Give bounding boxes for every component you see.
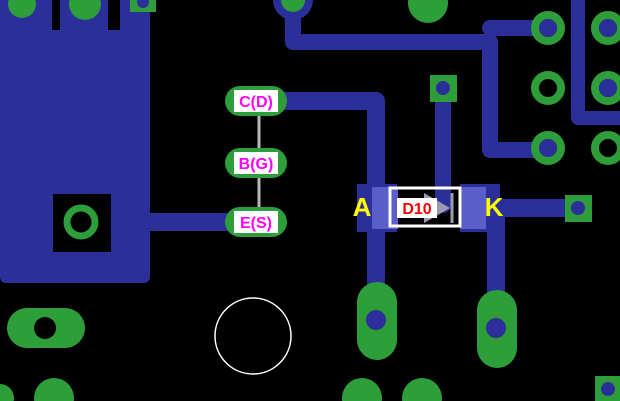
via bbox=[571, 201, 585, 215]
transistor-pin-base: B(G) bbox=[239, 156, 274, 173]
ring-pad bbox=[63, 204, 99, 240]
via bbox=[486, 318, 506, 338]
pad bbox=[8, 0, 36, 18]
pour-cutout bbox=[108, 0, 120, 30]
pad bbox=[342, 378, 382, 401]
diode-anode-label: A bbox=[353, 192, 372, 222]
via bbox=[436, 81, 450, 95]
mounting-hole-outline bbox=[214, 297, 292, 375]
transistor-pin-emitter: E(S) bbox=[240, 215, 272, 232]
diode-reference: D10 bbox=[402, 201, 431, 218]
drill-hole bbox=[34, 317, 56, 339]
pad bbox=[0, 384, 14, 401]
transistor-footprint bbox=[225, 86, 287, 237]
pad bbox=[281, 0, 305, 12]
diode-footprint bbox=[357, 184, 500, 232]
pour-cutout bbox=[52, 0, 60, 30]
via bbox=[137, 0, 149, 8]
diode-cathode-label: K bbox=[485, 192, 504, 222]
pad bbox=[402, 378, 442, 401]
square-pad-cutout bbox=[53, 194, 111, 252]
pad bbox=[34, 378, 74, 401]
pad bbox=[408, 0, 448, 23]
pad-array bbox=[531, 11, 620, 165]
pad bbox=[69, 0, 101, 20]
transistor-pin-collector: C(D) bbox=[239, 94, 273, 111]
via bbox=[601, 382, 615, 396]
via bbox=[366, 310, 386, 330]
